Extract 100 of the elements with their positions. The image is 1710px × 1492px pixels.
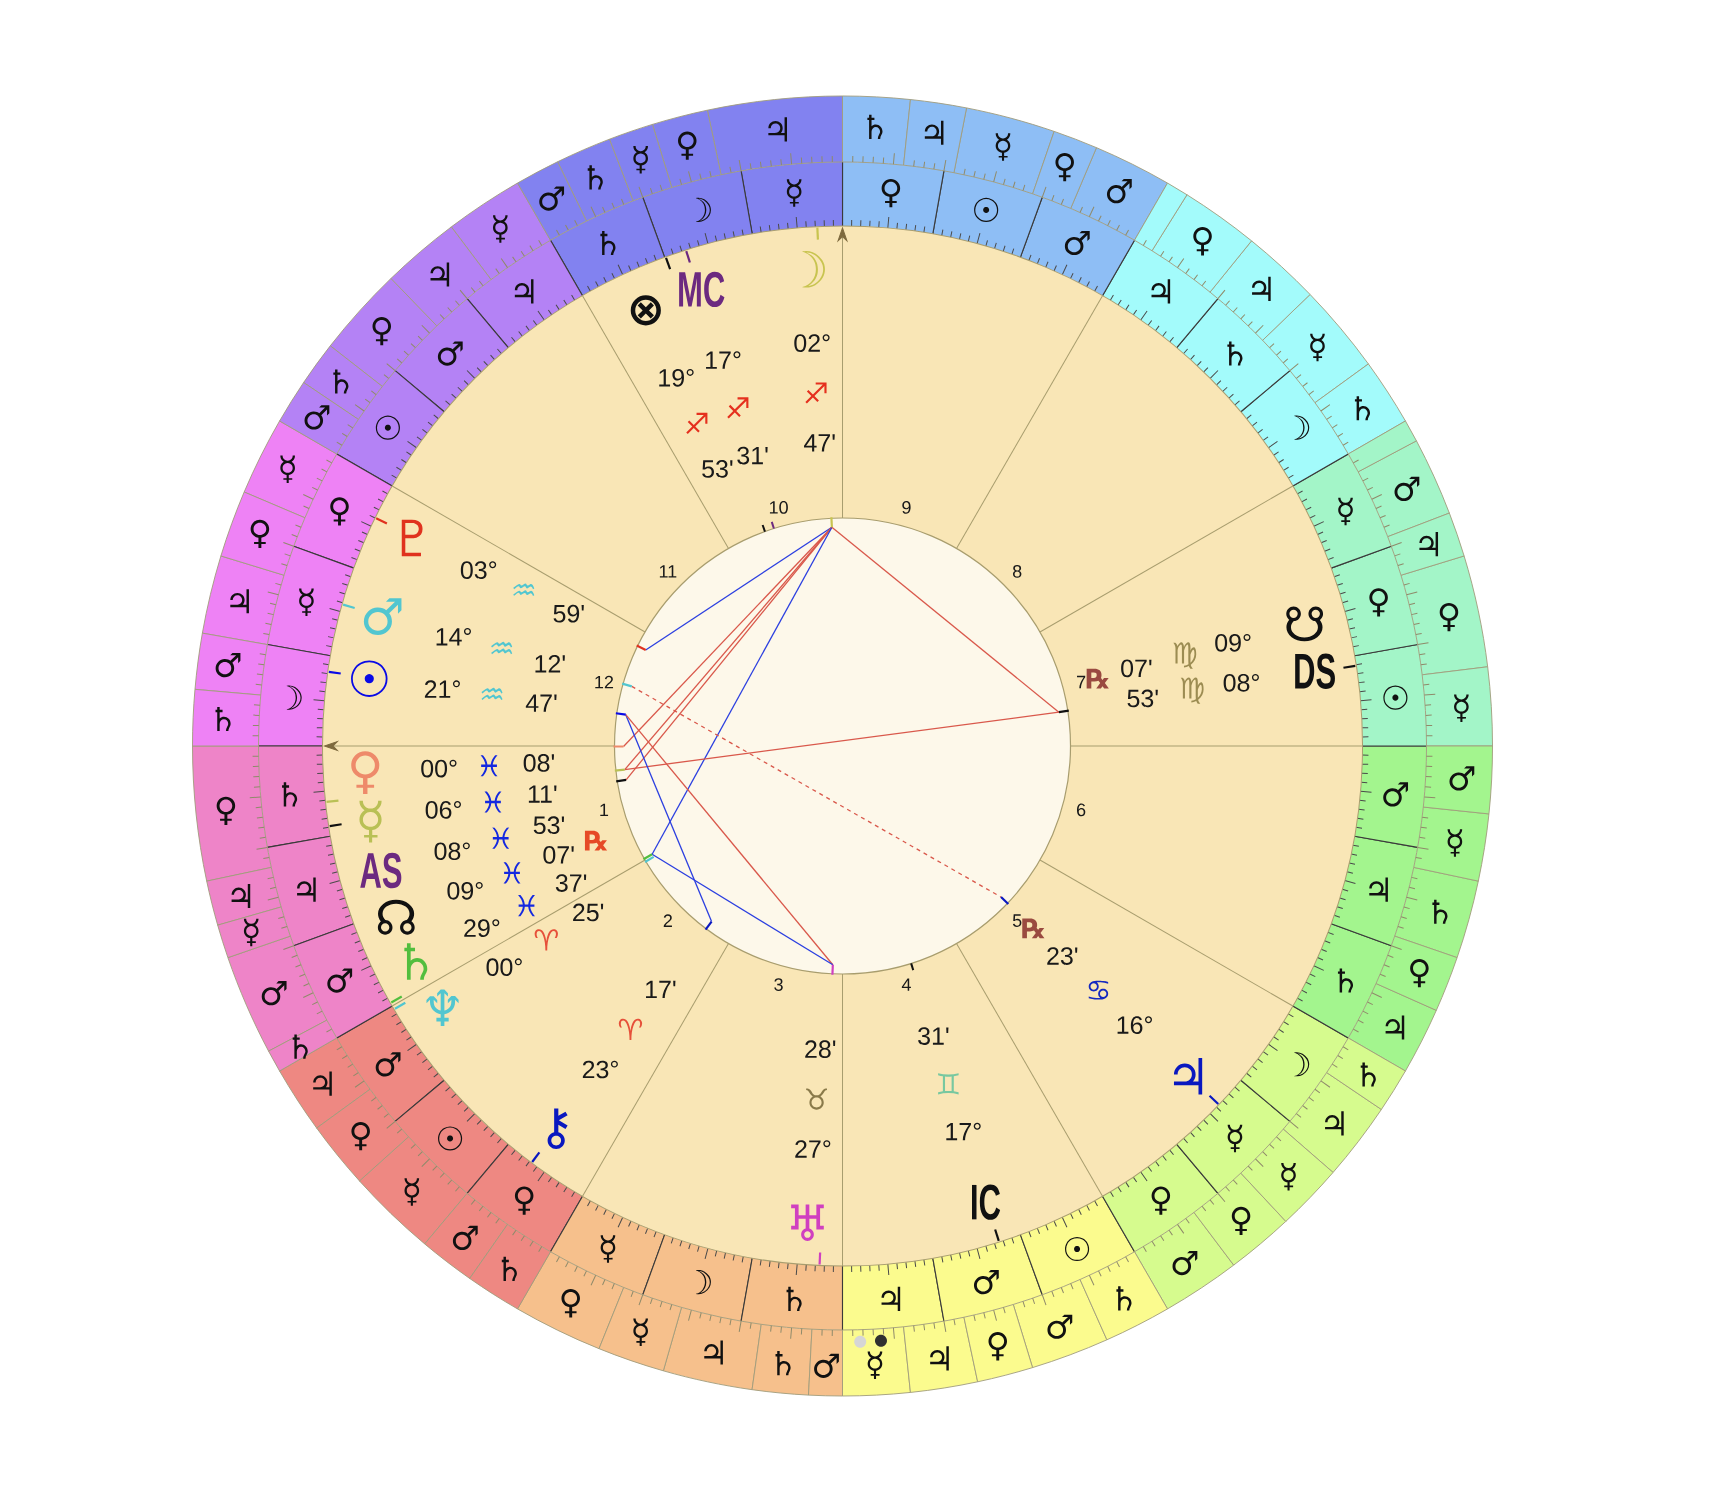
minutes-text: 17' — [646, 980, 676, 998]
outer-ring-segment: ♄ — [268, 1019, 338, 1072]
node-label: ☽ — [1294, 415, 1310, 440]
planet-symbol: ♇ — [401, 519, 423, 557]
zodiac-symbol: ♍ — [1173, 642, 1197, 669]
planet-symbol: ♂ — [363, 598, 402, 635]
minutes-text: 53' — [702, 460, 733, 478]
outer-ring-segment: ♂ — [1012, 1279, 1108, 1369]
node-label: ☿ — [786, 179, 802, 207]
outer-ring-segment: ♂ — [808, 1328, 843, 1397]
outer-ring-segment — [1134, 182, 1188, 252]
zodiac-symbol: ♍ — [1180, 677, 1204, 704]
inner-ring-segment: ☽ — [642, 170, 753, 258]
degree-text: 08° — [1223, 673, 1259, 692]
planet-symbol: ☿ — [359, 800, 382, 843]
inner-ring-segment: ♂ — [1354, 745, 1428, 848]
node-label: ♄ — [786, 1286, 802, 1311]
retrograde-symbol: ℞ — [584, 830, 608, 851]
retrograde-symbol: ℞ — [1086, 668, 1109, 689]
minutes-text: 08' — [523, 754, 554, 772]
zodiac-symbol: ♒ — [513, 583, 535, 596]
outer-ring-segment: ☿ — [1413, 806, 1490, 882]
angle-label: IC — [972, 1184, 1001, 1220]
node-label: ☉ — [1383, 685, 1408, 710]
lunar-node-symbol: ☋ — [1286, 606, 1324, 642]
minutes-text: 47' — [804, 434, 835, 452]
degree-text: 14° — [436, 627, 471, 646]
minutes-text: 53' — [1127, 689, 1158, 708]
zodiac-symbol: ♓ — [503, 862, 521, 884]
inner-ring-segment: ☿ — [740, 161, 844, 235]
degree-text: 27° — [795, 1140, 831, 1158]
node-label: ♃ — [297, 877, 316, 902]
zodiac-symbol: ♊ — [938, 1073, 959, 1095]
node-label: ♂ — [1383, 782, 1409, 807]
degree-text: 19° — [659, 368, 694, 387]
outer-ring-segment: ♀ — [652, 109, 722, 188]
minutes-text: 37' — [555, 874, 587, 892]
fortune-symbol: ⊗ — [630, 295, 661, 326]
degree-text: 21° — [424, 680, 460, 698]
inner-ring-segment: ☿ — [266, 545, 355, 657]
inner-ring-segment: ♂ — [932, 1234, 1043, 1322]
degree-text: 17° — [946, 1122, 981, 1141]
planet-symbol: ♅ — [791, 1204, 824, 1241]
house-number: 6 — [1077, 803, 1086, 817]
house-number: 11 — [659, 565, 677, 578]
inner-ring-segment: ♃ — [841, 1257, 945, 1331]
degree-text: 03° — [460, 561, 497, 579]
zodiac-symbol: ♓ — [518, 895, 535, 917]
node-label: ♂ — [375, 1052, 401, 1077]
degree-text: 06° — [425, 801, 461, 819]
node-label: ♀ — [514, 1186, 534, 1215]
inner-ring-segment: ☽ — [257, 644, 331, 747]
minutes-text: 28' — [805, 1040, 836, 1059]
degree-text: 29° — [464, 919, 500, 937]
inner-ring-segment: ☉ — [1354, 644, 1428, 747]
outer-ring-segment: ♃ — [390, 226, 492, 327]
outer-ring-segment: ☿ — [953, 107, 1055, 195]
node-label: ☿ — [1227, 1124, 1243, 1153]
minutes-text: 07' — [543, 846, 574, 864]
outer-ring-segment: ♀ — [963, 1304, 1033, 1383]
house-number: 7 — [1077, 675, 1086, 689]
zodiac-symbol: ♐ — [805, 382, 827, 404]
house-number: 5 — [1012, 914, 1022, 927]
outer-ring-segment: ♄ — [842, 95, 911, 166]
zodiac-symbol: ♈ — [534, 929, 558, 951]
degree-text: 17° — [706, 351, 741, 369]
zodiac-symbol: ♉ — [806, 1088, 827, 1110]
inner-ring-segment: ♀ — [841, 161, 945, 235]
degree-text: 00° — [486, 958, 522, 977]
house-number: 1 — [600, 803, 609, 817]
zodiac-symbol: ♓ — [484, 791, 502, 813]
node-label: ☿ — [1338, 497, 1353, 526]
house-number: 12 — [595, 675, 614, 689]
minutes-text: 31' — [918, 1027, 949, 1045]
node-label: ☽ — [286, 685, 302, 710]
degree-text: 16° — [1117, 1016, 1152, 1034]
node-label: ♄ — [1227, 341, 1243, 366]
outer-ring-segment: ♃ — [903, 1316, 979, 1393]
outer-ring-segment: ☿ — [1421, 666, 1493, 747]
zodiac-symbol: ♒ — [491, 641, 513, 655]
degree-text: 02° — [794, 334, 830, 352]
house-number: 4 — [901, 978, 911, 991]
outer-ring-segment: ☿ — [609, 123, 673, 202]
node-label: ♃ — [1369, 877, 1388, 902]
degree-text: 08° — [434, 842, 470, 861]
zodiac-symbol: ♈ — [618, 1018, 643, 1041]
node-label: ♂ — [973, 1269, 999, 1295]
degree-text: 23° — [582, 1060, 618, 1079]
outer-ring-segment: ♄ — [751, 1323, 813, 1396]
node-label: ☿ — [299, 588, 314, 617]
outer-ring-segment: ♄ — [192, 688, 262, 747]
degree-text: 09° — [447, 881, 483, 900]
outer-ring-segment — [1347, 420, 1417, 473]
inner-ring-segment: ♄ — [257, 745, 331, 848]
outer-ring-segment: ♂ — [517, 161, 587, 241]
minutes-text: 23' — [1047, 947, 1078, 965]
angle-label: MC — [679, 271, 725, 308]
planet-symbol: ♀ — [351, 751, 380, 795]
minutes-text: 53' — [533, 816, 565, 835]
node-label: ♄ — [600, 230, 616, 256]
